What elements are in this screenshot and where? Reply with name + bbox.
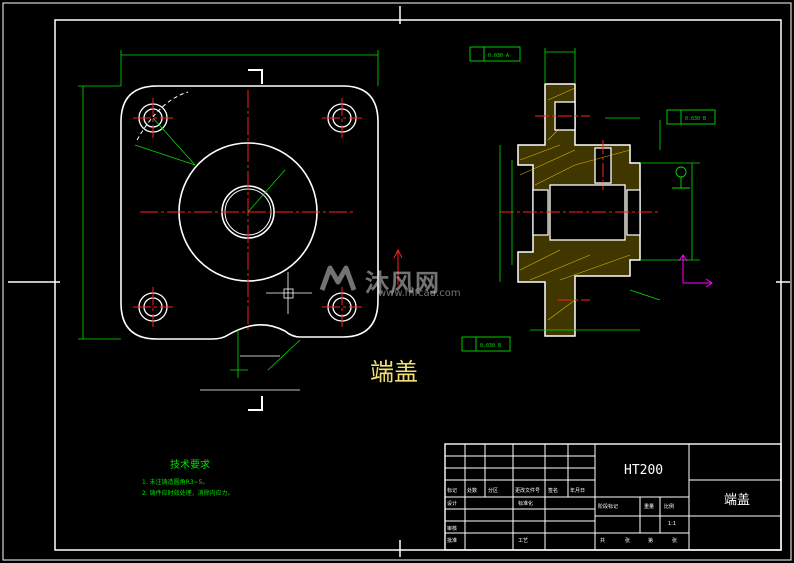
tb-cell-review: 审核 — [447, 526, 458, 532]
tb-cell-sheet: 张 — [672, 538, 678, 544]
tb-cell-sign: 签名 — [548, 488, 559, 494]
front-view — [78, 50, 379, 411]
svg-text:0.030 B: 0.030 B — [480, 343, 501, 349]
tb-cell-scale: 比例 — [664, 504, 675, 510]
tb-cell-sheet-no: 第 — [648, 538, 654, 544]
section-view: 0.030 A 0.030 B 0.030 B — [393, 46, 716, 352]
tb-scale-value: 1:1 — [668, 521, 677, 527]
tb-cell-sheets: 张 — [625, 538, 631, 544]
tb-cell-mark: 标记 — [447, 488, 458, 494]
titleblock-part-name: 端盖 — [724, 493, 751, 508]
svg-text:0.030 A: 0.030 A — [488, 53, 509, 59]
technical-requirement-1: 1. 未注铸造圆角R3~5。 — [142, 479, 209, 486]
technical-requirement-2: 2. 铸件应时效处理，消除内应力。 — [142, 490, 234, 497]
tb-cell-change-doc: 更改文件号 — [515, 488, 541, 494]
material-label: HT200 — [624, 463, 664, 478]
watermark-text: 沐风网 — [365, 269, 440, 297]
part-title: 端盖 — [370, 358, 418, 386]
mfcad-logo-icon — [319, 265, 357, 291]
tb-cell-approve: 批准 — [447, 538, 458, 544]
tb-cell-design: 设计 — [447, 501, 458, 507]
tb-cell-weight: 重量 — [644, 504, 655, 510]
svg-text:0.030 B: 0.030 B — [685, 116, 706, 122]
watermark-url: www.mfcad.com — [378, 288, 461, 299]
tb-cell-date: 年月日 — [570, 488, 586, 494]
tb-cell-process: 工艺 — [518, 538, 529, 544]
tb-cell-stage: 阶段标记 — [598, 504, 619, 510]
technical-requirements-title: 技术要求 — [170, 460, 210, 471]
tb-cell-zone: 分区 — [488, 488, 499, 494]
tb-cell-standard: 标准化 — [518, 501, 534, 507]
title-block — [444, 443, 782, 551]
tb-cell-count: 处数 — [467, 488, 478, 494]
tb-cell-total: 共 — [600, 538, 606, 544]
